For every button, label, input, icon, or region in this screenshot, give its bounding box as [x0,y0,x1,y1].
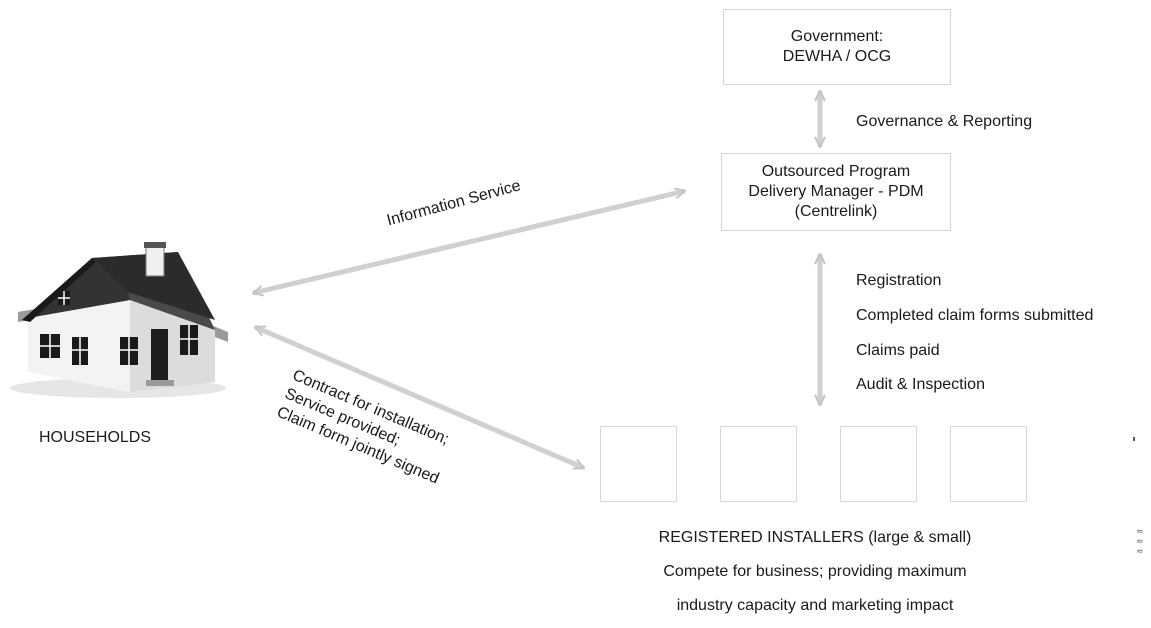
installer-box [840,426,917,502]
installers-caption: REGISTERED INSTALLERS (large & small) Co… [590,526,1040,628]
government-title: Government: [790,28,884,45]
installer-box [600,426,677,502]
information-service-arrow [253,191,685,293]
claims-paid-label: Claims paid [856,342,940,359]
pdm-line-3: (Centrelink) [794,203,878,220]
installers-desc-2: industry capacity and marketing impact [676,597,954,614]
pdm-line-1: Outsourced Program [761,163,911,180]
pdm-line-2: Delivery Manager - PDM [748,183,924,200]
governance-label: Governance & Reporting [856,113,1033,130]
pdm-box: Outsourced Program Delivery Manager - PD… [721,153,951,231]
registration-label: Registration [856,272,942,289]
contract-arrow [255,324,584,471]
house-icon [10,242,228,398]
households-label: HOUSEHOLDS [39,429,152,446]
installer-box [950,426,1027,502]
audit-label: Audit & Inspection [856,376,985,393]
installers-desc-1: Compete for business; providing maximum [663,563,967,580]
installers-title: REGISTERED INSTALLERS (large & small) [658,529,972,546]
installer-box [720,426,797,502]
government-box: Government: DEWHA / OCG [723,9,951,85]
scan-edge-marks: ≈≈≈ [1136,527,1144,557]
scan-mark [1133,437,1135,441]
claims-submitted-label: Completed claim forms submitted [856,307,1094,324]
government-agencies: DEWHA / OCG [782,48,892,65]
